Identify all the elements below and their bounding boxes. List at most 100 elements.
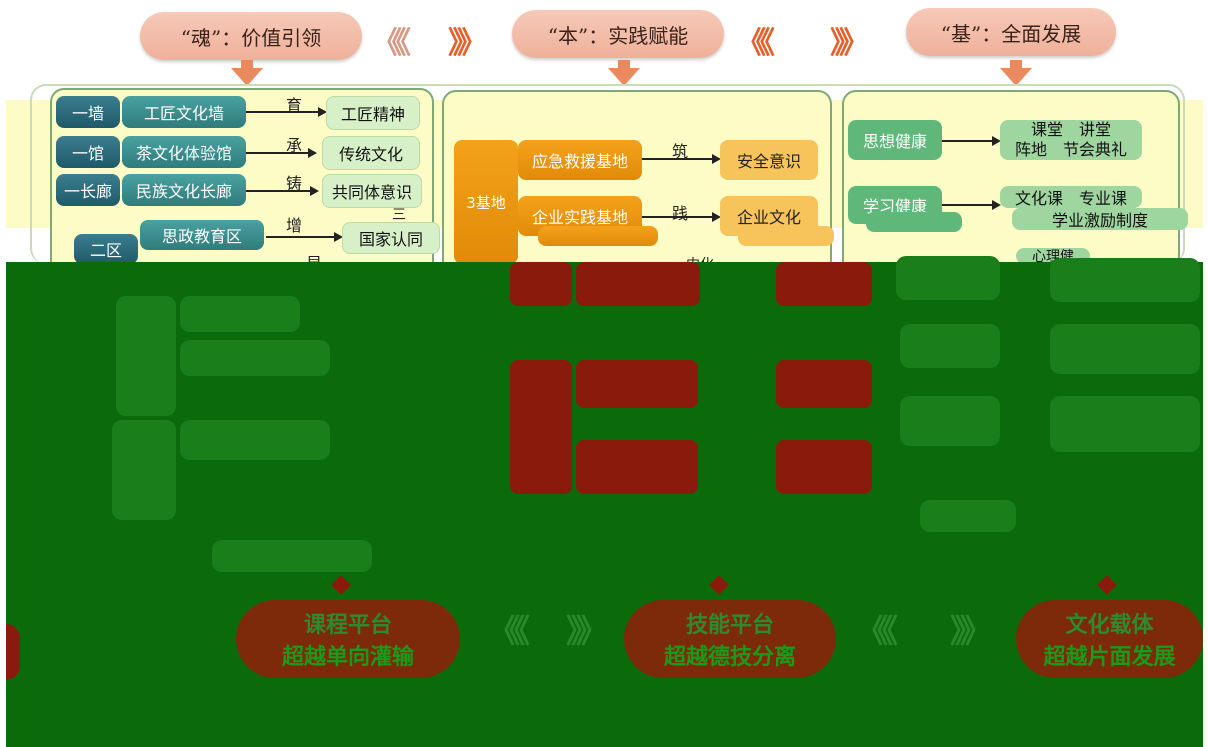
middle-name-tag: 应急救援基地 bbox=[518, 140, 642, 180]
header-pill-soul-label: “魂”：价值引领 bbox=[180, 25, 322, 50]
header-pill-base: “基”：全面发展 bbox=[906, 8, 1116, 56]
right-fragment-tag bbox=[866, 212, 962, 232]
left-name-tag: 工匠文化墙 bbox=[122, 96, 246, 128]
middle-fragment-tag bbox=[738, 226, 834, 246]
dark-red-block bbox=[576, 360, 698, 408]
dark-block bbox=[896, 256, 1000, 300]
dark-block bbox=[116, 296, 176, 416]
left-code-tag: 一墙 bbox=[56, 96, 120, 128]
dark-red-block bbox=[576, 440, 698, 494]
dark-overlay-region bbox=[6, 262, 1203, 747]
chevron-right-icon: 》》 bbox=[950, 612, 992, 650]
down-arrow-icon bbox=[231, 68, 263, 86]
right-panel bbox=[842, 90, 1180, 274]
dark-red-block bbox=[510, 262, 572, 306]
left-code-tag: 一长廊 bbox=[56, 174, 120, 206]
connector-line bbox=[246, 190, 312, 192]
left-verb: 承 bbox=[286, 136, 303, 155]
bottom-pill-skill: 技能平台 超越德技分离 bbox=[624, 600, 836, 678]
chevron-right-icon: 》》 bbox=[448, 26, 487, 61]
arrowhead-icon bbox=[308, 148, 317, 158]
dark-block bbox=[900, 324, 1000, 368]
left-verb: 育 bbox=[286, 96, 303, 115]
chevron-left-icon: 《《 bbox=[736, 26, 775, 61]
dark-block bbox=[920, 500, 1016, 532]
header-pill-root-label: “本”：实践赋能 bbox=[547, 23, 689, 48]
right-result-tag: 课堂 讲堂 阵地 节会典礼 bbox=[1000, 120, 1142, 160]
connector-line bbox=[942, 140, 994, 142]
right-result-line: 课堂 讲堂 bbox=[1030, 120, 1111, 139]
arrowhead-icon bbox=[712, 154, 721, 164]
bottom-pill-subtitle: 超越德技分离 bbox=[663, 645, 796, 670]
dark-block bbox=[180, 340, 330, 376]
right-result-tag: 学业激励制度 bbox=[1012, 208, 1188, 230]
connector-line bbox=[642, 158, 714, 160]
connector-line bbox=[246, 111, 322, 113]
dark-block bbox=[1050, 258, 1200, 302]
arrowhead-icon bbox=[712, 212, 721, 222]
bottom-pill-subtitle: 超越片面发展 bbox=[1043, 645, 1176, 670]
left-result-tag: 传统文化 bbox=[322, 136, 420, 170]
left-mark: 三 bbox=[392, 207, 406, 223]
left-verb: 增 bbox=[286, 216, 303, 235]
arrowhead-icon bbox=[992, 136, 1001, 146]
dark-red-block bbox=[776, 440, 872, 494]
connector-line bbox=[942, 204, 994, 206]
middle-fragment-tag bbox=[538, 226, 658, 246]
header-pill-soul: “魂”：价值引领 bbox=[140, 12, 362, 60]
dark-red-block bbox=[6, 624, 20, 680]
left-result-tag: 共同体意识 bbox=[322, 174, 422, 208]
bottom-pill-title: 文化载体 bbox=[1065, 613, 1154, 638]
dark-block bbox=[180, 420, 330, 460]
left-name-tag: 民族文化长廊 bbox=[122, 174, 246, 206]
header-pill-base-label: “基”：全面发展 bbox=[940, 21, 1082, 46]
base-count-tag: 3基地 bbox=[454, 140, 518, 264]
bottom-pill-culture: 文化载体 超越片面发展 bbox=[1016, 600, 1203, 678]
dark-red-block bbox=[576, 262, 700, 306]
down-arrow-stem bbox=[618, 60, 630, 70]
connector-line bbox=[642, 216, 714, 218]
dark-block bbox=[112, 420, 176, 520]
right-name-tag: 思想健康 bbox=[848, 120, 942, 160]
connector-line bbox=[266, 236, 336, 238]
left-result-tag: 国家认同 bbox=[342, 222, 440, 254]
left-verb: 铸 bbox=[286, 174, 303, 193]
dark-block bbox=[1050, 396, 1200, 452]
chevron-right-icon: 》》 bbox=[566, 612, 608, 650]
bottom-pill-course: 课程平台 超越单向灌输 bbox=[236, 600, 460, 678]
arrowhead-icon bbox=[318, 107, 327, 117]
dark-block bbox=[1050, 324, 1200, 374]
dark-red-block bbox=[776, 262, 872, 306]
down-arrow-stem bbox=[1010, 60, 1022, 70]
left-name-tag: 思政教育区 bbox=[140, 220, 264, 250]
left-result-tag: 工匠精神 bbox=[326, 96, 420, 130]
dark-block bbox=[180, 296, 300, 332]
down-arrow-icon bbox=[1000, 68, 1032, 86]
arrowhead-icon bbox=[992, 200, 1001, 210]
middle-result-tag: 安全意识 bbox=[720, 140, 818, 180]
bottom-pill-title: 课程平台 bbox=[303, 613, 392, 638]
connector-line bbox=[246, 152, 310, 154]
chevron-left-icon: 《《 bbox=[856, 612, 898, 650]
left-code-tag: 一馆 bbox=[56, 136, 120, 168]
down-arrow-icon bbox=[608, 68, 640, 86]
middle-verb: 践 bbox=[672, 204, 689, 223]
dark-red-block bbox=[776, 360, 872, 408]
arrowhead-icon bbox=[334, 232, 343, 242]
dark-red-block bbox=[510, 360, 572, 494]
header-pill-root: “本”：实践赋能 bbox=[512, 10, 724, 58]
arrowhead-icon bbox=[310, 186, 319, 196]
bottom-pill-subtitle: 超越单向灌输 bbox=[281, 645, 414, 670]
chevron-left-icon: 《《 bbox=[488, 612, 530, 650]
left-name-tag: 茶文化体验馆 bbox=[122, 136, 246, 168]
chevron-right-icon: 》》 bbox=[830, 26, 869, 61]
dark-block bbox=[212, 540, 372, 572]
outer-frame bbox=[30, 84, 1185, 264]
down-arrow-stem bbox=[241, 60, 253, 70]
right-result-tag: 文化课 专业课 bbox=[1000, 186, 1142, 208]
dark-block bbox=[900, 396, 1000, 446]
bottom-pill-title: 技能平台 bbox=[685, 613, 774, 638]
chevron-left-icon: 《《 bbox=[372, 26, 411, 61]
middle-verb: 筑 bbox=[672, 142, 689, 161]
right-result-line: 阵地 节会典礼 bbox=[1014, 140, 1127, 159]
